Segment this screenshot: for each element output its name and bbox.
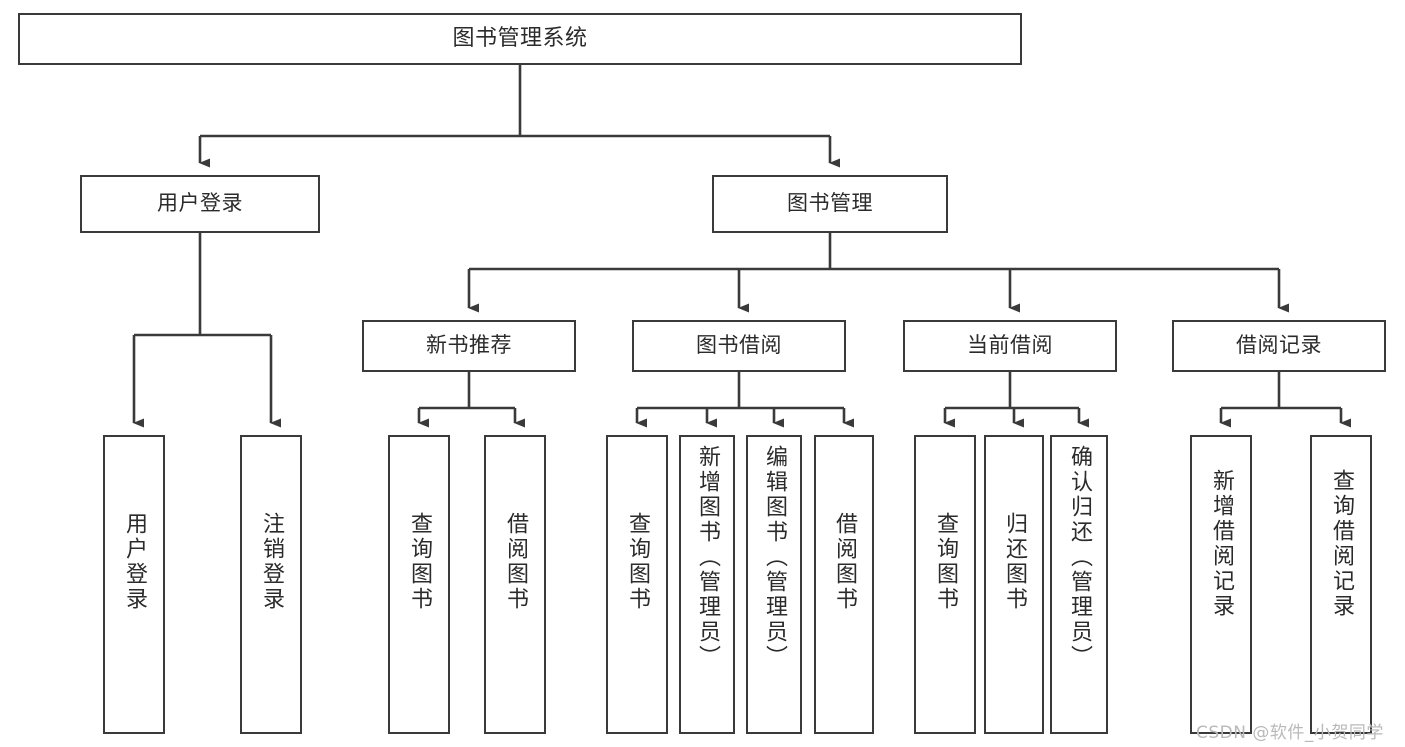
- node-borrow-record-label: 借阅记录: [1236, 333, 1322, 358]
- node-leaf-edit-book-label: 编辑图书（管理员）: [762, 445, 787, 670]
- node-user-login[interactable]: 用户登录: [80, 175, 320, 233]
- node-leaf-edit-book[interactable]: 编辑图书（管理员）: [746, 435, 802, 734]
- node-leaf-add-book[interactable]: 新增图书（管理员）: [679, 435, 735, 734]
- node-root[interactable]: 图书管理系统: [18, 13, 1022, 65]
- node-leaf-logout-label: 注销登录: [259, 512, 284, 612]
- node-root-label: 图书管理系统: [452, 25, 588, 51]
- node-leaf-return-book[interactable]: 归还图书: [984, 435, 1044, 734]
- node-leaf-query-book-borrow-label: 查询图书: [625, 512, 650, 612]
- node-new-book-recommend-label: 新书推荐: [426, 333, 512, 358]
- node-user-login-label: 用户登录: [157, 191, 243, 216]
- node-leaf-query-book-rec-label: 查询图书: [407, 512, 432, 612]
- node-leaf-add-book-label: 新增图书（管理员）: [695, 445, 720, 670]
- node-leaf-query-book-current-label: 查询图书: [933, 512, 958, 612]
- csdn-watermark-text: CSDN @软件_小贺同学: [1196, 723, 1384, 743]
- node-leaf-user-login[interactable]: 用户登录: [103, 435, 165, 734]
- node-borrow-record[interactable]: 借阅记录: [1172, 320, 1386, 372]
- node-book-borrow-label: 图书借阅: [696, 333, 782, 358]
- node-leaf-borrow-book-label: 借阅图书: [832, 512, 857, 612]
- node-leaf-query-borrow-record-label: 查询借阅记录: [1329, 469, 1354, 619]
- node-leaf-query-borrow-record[interactable]: 查询借阅记录: [1310, 435, 1372, 734]
- node-book-borrow[interactable]: 图书借阅: [632, 320, 846, 372]
- node-leaf-confirm-return[interactable]: 确认归还（管理员）: [1050, 435, 1108, 734]
- node-current-borrow-label: 当前借阅: [967, 333, 1053, 358]
- node-leaf-borrow-book-rec[interactable]: 借阅图书: [484, 435, 546, 734]
- node-leaf-query-book-rec[interactable]: 查询图书: [388, 435, 450, 734]
- node-leaf-add-borrow-record-label: 新增借阅记录: [1209, 469, 1234, 619]
- node-new-book-recommend[interactable]: 新书推荐: [362, 320, 576, 372]
- node-leaf-user-login-label: 用户登录: [122, 512, 147, 612]
- node-leaf-borrow-book[interactable]: 借阅图书: [814, 435, 874, 734]
- node-book-management[interactable]: 图书管理: [712, 175, 948, 233]
- node-leaf-query-book-current[interactable]: 查询图书: [914, 435, 976, 734]
- node-leaf-add-borrow-record[interactable]: 新增借阅记录: [1190, 435, 1252, 734]
- node-leaf-confirm-return-label: 确认归还（管理员）: [1067, 445, 1092, 670]
- node-leaf-return-book-label: 归还图书: [1002, 512, 1027, 612]
- node-leaf-logout[interactable]: 注销登录: [240, 435, 302, 734]
- csdn-watermark: CSDN @软件_小贺同学: [1196, 718, 1384, 743]
- node-book-management-label: 图书管理: [787, 191, 873, 216]
- node-leaf-query-book-borrow[interactable]: 查询图书: [606, 435, 668, 734]
- node-leaf-borrow-book-rec-label: 借阅图书: [503, 512, 528, 612]
- node-current-borrow[interactable]: 当前借阅: [903, 320, 1117, 372]
